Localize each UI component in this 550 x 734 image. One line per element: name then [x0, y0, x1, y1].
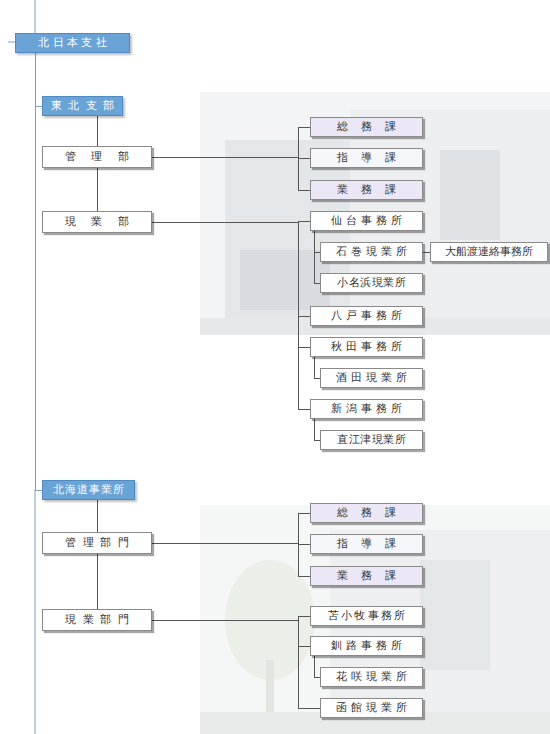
- office-box: 八戸事務所: [310, 306, 423, 326]
- connector-line: [97, 116, 98, 146]
- node-label: 北海道事業所: [52, 483, 126, 496]
- node-label: 花咲現業所: [332, 670, 410, 683]
- connector-line: [152, 620, 310, 646]
- connector-group: [35, 53, 430, 708]
- office-box: 石巻現業所: [320, 242, 423, 262]
- office-box: 酒田現業所: [320, 368, 423, 388]
- connector-line: [35, 53, 42, 490]
- connector-line: [152, 543, 310, 576]
- office-box: 直江津現業所: [320, 430, 423, 450]
- connector-line: [97, 500, 98, 532]
- department-box: 現業部: [42, 211, 152, 233]
- section-box: 業務課: [310, 180, 423, 200]
- building-photo: [200, 92, 550, 335]
- node-label: 新潟事務所: [327, 402, 405, 415]
- department-box: 管理部門: [42, 532, 152, 554]
- connector-line: [152, 616, 310, 620]
- node-label: 八戸事務所: [327, 309, 405, 322]
- node-label: 仙台事務所: [327, 214, 405, 227]
- connector-line: [152, 222, 310, 347]
- connector-line: [152, 620, 320, 708]
- department-box: 現業部門: [42, 609, 152, 631]
- section-box: 指導課: [310, 534, 423, 554]
- node-label: 酒田現業所: [332, 371, 410, 384]
- node-label: 石巻現業所: [332, 245, 410, 258]
- header-box: 東北支部: [42, 96, 123, 116]
- trunk-tick: [8, 42, 15, 43]
- node-label: 東北支部: [44, 99, 121, 112]
- office-box: 小名浜現業所: [320, 273, 423, 293]
- building-window: [420, 560, 490, 670]
- office-box: 新潟事務所: [310, 399, 423, 419]
- node-label: 管理部門: [59, 536, 136, 549]
- office-box: 大船渡連絡事務所: [430, 242, 548, 262]
- office-box: 函館現業所: [320, 698, 423, 718]
- node-label: 釧路事務所: [327, 639, 405, 652]
- node-label: 函館現業所: [332, 701, 410, 714]
- node-label: 管理部: [50, 150, 145, 163]
- node-label: 北日本支社: [35, 36, 110, 49]
- building-window: [440, 150, 500, 240]
- node-label: 業務課: [324, 569, 410, 582]
- connector-line: [97, 168, 98, 211]
- building-entrance: [240, 250, 330, 310]
- department-box: 管理部: [42, 146, 152, 168]
- photo-backdrop: [200, 92, 550, 335]
- trunk-line: [35, 490, 36, 734]
- office-box: 仙台事務所: [310, 211, 423, 231]
- node-label: 現業部門: [59, 613, 136, 626]
- office-box: 花咲現業所: [320, 667, 423, 687]
- node-label: 指導課: [324, 537, 410, 550]
- node-label: 直江津現業所: [337, 433, 407, 446]
- connector-line: [152, 127, 310, 157]
- connector-line: [152, 157, 310, 190]
- header-box: 北海道事業所: [42, 480, 135, 500]
- node-label: 苫小牧事務所: [326, 609, 407, 622]
- section-box: 総務課: [310, 503, 423, 523]
- section-box: 総務課: [310, 117, 423, 137]
- trunk-line: [35, 0, 36, 33]
- node-label: 総務課: [324, 120, 410, 133]
- header-box: 北日本支社: [15, 33, 130, 53]
- node-label: 大船渡連絡事務所: [445, 245, 533, 258]
- section-box: 業務課: [310, 566, 423, 586]
- connector-line: [35, 53, 42, 106]
- node-label: 秋田事務所: [327, 340, 405, 353]
- office-box: 秋田事務所: [310, 337, 423, 357]
- building-block: [330, 530, 550, 734]
- connector-line: [423, 252, 430, 253]
- connector-line: [152, 513, 310, 543]
- office-box: 釧路事務所: [310, 636, 423, 656]
- connector-line: [152, 222, 310, 409]
- node-label: 総務課: [324, 506, 410, 519]
- node-label: 小名浜現業所: [337, 276, 407, 289]
- connector-line: [152, 222, 310, 316]
- node-label: 指導課: [324, 151, 410, 164]
- node-label: 現業部: [50, 215, 145, 228]
- office-box: 苫小牧事務所: [310, 606, 423, 626]
- node-label: 業務課: [324, 183, 410, 196]
- section-box: 指導課: [310, 148, 423, 168]
- connector-line: [97, 554, 98, 609]
